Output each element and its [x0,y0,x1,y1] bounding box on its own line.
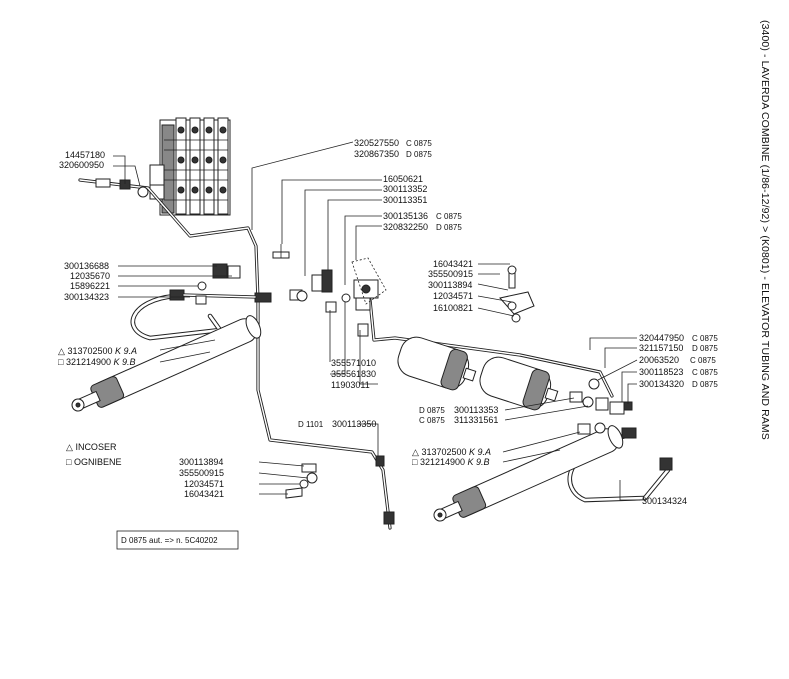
label-321214900-left-code: 321214900 [66,357,111,367]
label-300113894-b: 300113894 [179,457,223,467]
label-320447950-suffix: C 0875 [692,334,718,343]
label-300135136: 300135136 [383,211,428,221]
tee-fitting [351,257,387,337]
page-title: (3400) - LAVERDA COMBINE (1/86-12/92) > … [757,20,777,480]
ognibene-marker-right: □ [412,457,418,467]
label-15896221: 15896221 [70,281,110,291]
label-12034571-a: 12034571 [433,291,473,301]
label-300134320-suffix: D 0875 [692,380,718,389]
label-320527550-suffix: C 0875 [406,139,432,148]
label-321157150: 321157150 [639,343,683,353]
fittings-left [195,263,241,305]
label-11903011: 11903011 [331,380,370,390]
fittings-right [569,391,633,435]
fittings-center [272,244,351,313]
incoser-marker-right: △ [412,447,419,457]
label-321214900-right-suffix: K 9.B [468,457,490,467]
label-16043421-a: 16043421 [433,259,473,269]
legend-incoser: △ INCOSER [66,442,117,452]
ram-cylinder-right [433,425,624,522]
label-300134323: 300134323 [64,292,109,302]
label-320832250: 320832250 [383,222,428,232]
label-14457180: 14457180 [65,150,105,160]
hose-left [130,289,272,341]
label-20063520-suffix: C 0875 [690,356,716,365]
square-icon: □ [66,457,72,467]
label-300118523: 300118523 [639,367,683,377]
ognibene-marker-left: □ [58,357,64,367]
label-320447950: 320447950 [639,333,684,343]
label-313702500-left-suffix: K 9.A [115,346,137,356]
label-320600950: 320600950 [59,160,104,170]
label-321214900-right-code: 321214900 [420,457,465,467]
legend-incoser-text: INCOSER [75,442,117,452]
label-313702500-left: △ 313702500 K 9.A [58,346,137,356]
fitting-upper-left [95,178,149,198]
pipe-long-vertical [256,298,395,530]
accumulator-lower [479,356,559,411]
label-16100821: 16100821 [433,303,473,313]
label-355571010: 355571010 [331,358,376,368]
legend: △ INCOSER □ OGNIBENE [66,442,121,467]
fittings-lower-left [285,463,318,499]
label-321157150-suffix: D 0875 [692,344,718,353]
note-text: D 0875 aut. => n. 5C40202 [121,536,218,545]
label-300113353: 300113353 [454,405,498,415]
incoser-marker-left: △ [58,346,65,356]
label-355500915-b: 355500915 [179,468,224,478]
label-300113894-a: 300113894 [428,280,472,290]
label-320527550: 320527550 [354,138,399,148]
part-labels: 14457180 320600950 320527550 C 0875 3208… [58,138,718,506]
label-300113350: 300113350 [332,419,376,429]
label-313702500-right-suffix: K 9.A [469,447,491,457]
label-313702500-right: △ 313702500 K 9.A [412,447,491,457]
label-300113350-prefix: D 1101 [298,420,324,429]
pipe-upper-left [78,178,260,302]
label-16050621: 16050621 [383,174,423,184]
label-300135136-suffix: C 0875 [436,212,462,221]
legend-ognibene-text: OGNIBENE [74,457,122,467]
label-20063520: 20063520 [639,355,679,365]
triangle-icon: △ [66,442,73,452]
bracket-right [499,265,535,323]
label-300113351: 300113351 [383,195,427,205]
page-title-text: (3400) - LAVERDA COMBINE (1/86-12/92) > … [759,20,771,440]
label-16043421-b: 16043421 [184,489,224,499]
label-320867350: 320867350 [354,149,399,159]
label-321214900-left-suffix: K 9.B [114,357,136,367]
pipe-to-filters [368,298,614,398]
label-300113353-prefix: D 0875 [419,406,445,415]
label-321214900-left: □ 321214900 K 9.B [58,357,136,367]
label-321214900-right: □ 321214900 K 9.B [412,457,490,467]
label-320867350-suffix: D 0875 [406,150,432,159]
note-box: D 0875 aut. => n. 5C40202 [116,530,239,550]
label-313702500-right-code: 313702500 [421,447,466,457]
leader-lines [113,141,640,501]
label-300134324: 300134324 [642,496,687,506]
label-355500915-a: 355500915 [428,269,473,279]
label-313702500-left-code: 313702500 [67,346,112,356]
control-valve-block [149,117,231,216]
label-300136688: 300136688 [64,261,109,271]
accumulator-upper [397,336,477,391]
label-12034571-b: 12034571 [184,479,224,489]
label-300134320: 300134320 [639,379,684,389]
label-12035670: 12035670 [70,271,110,281]
label-300118523-suffix: C 0875 [692,368,718,377]
label-355561830: 355561830 [331,369,376,379]
legend-ognibene: □ OGNIBENE [66,457,121,467]
label-320832250-suffix: D 0875 [436,223,462,232]
ram-cylinder-left [71,315,262,412]
label-311331561: 311331561 [454,415,498,425]
label-311331561-prefix: C 0875 [419,416,445,425]
label-300113352: 300113352 [383,184,427,194]
